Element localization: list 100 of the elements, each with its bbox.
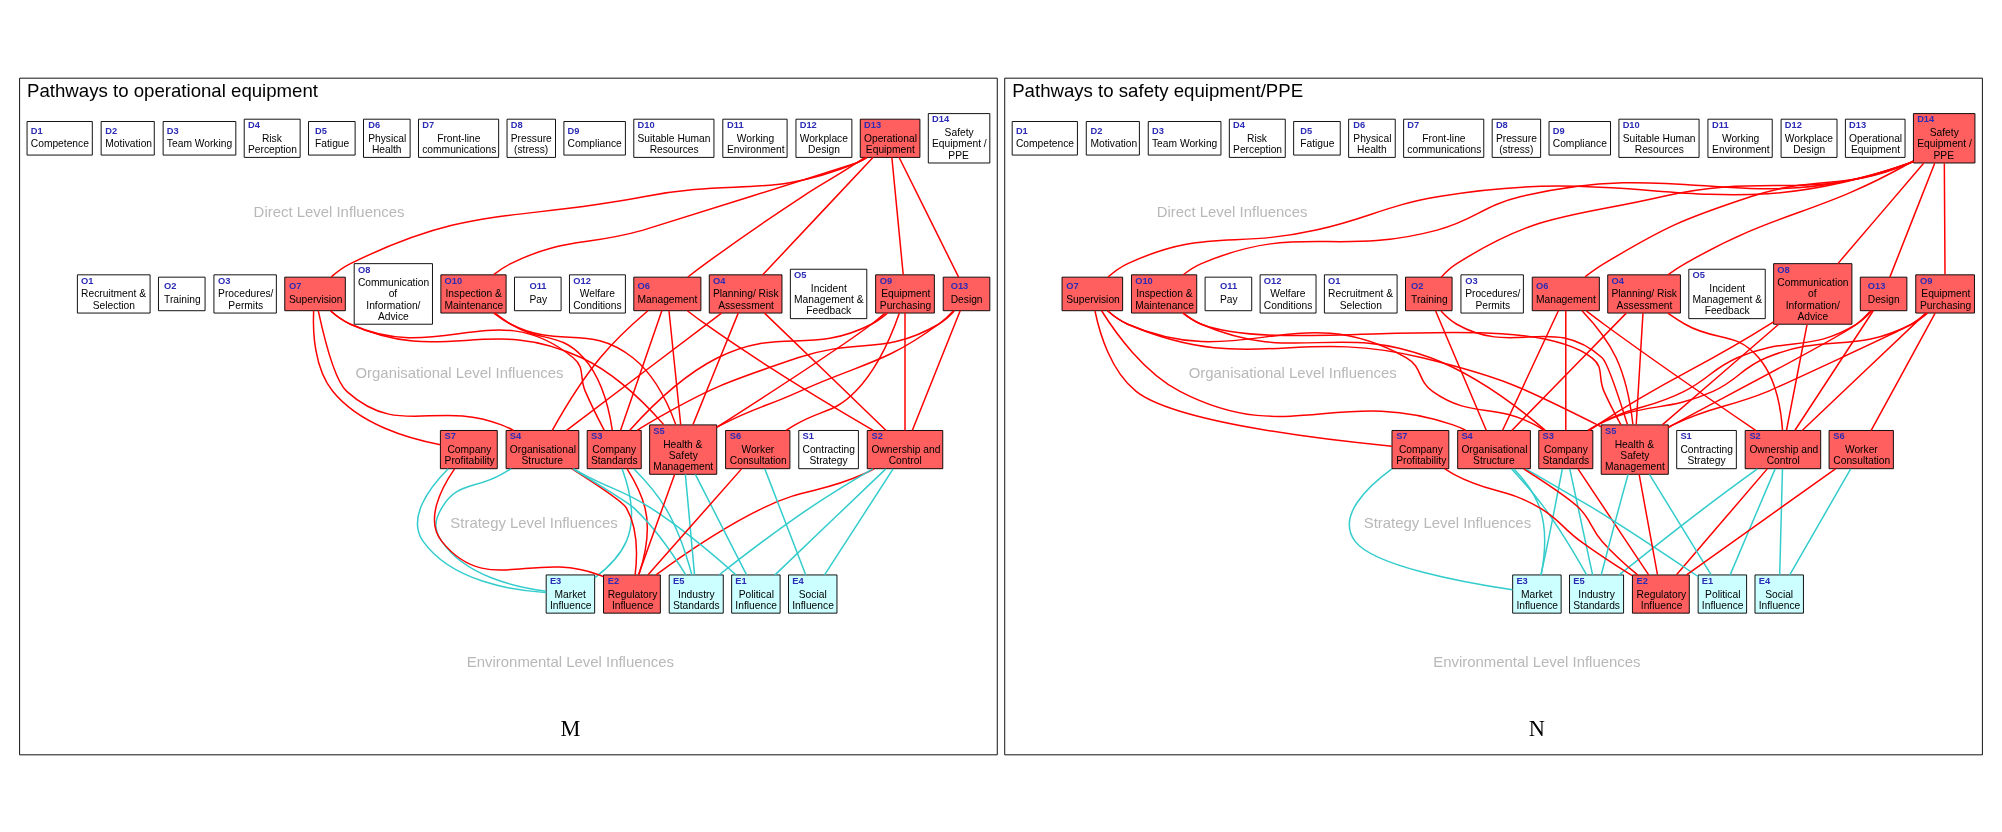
connector xyxy=(493,311,677,425)
connector xyxy=(1348,467,1514,591)
connector xyxy=(493,156,867,275)
label: Strategy Level Influences xyxy=(1363,514,1532,531)
connector xyxy=(637,473,676,575)
connector xyxy=(572,467,737,575)
node-box: E5 Industry Standards xyxy=(1569,573,1625,614)
node-box: S4 Organisational Structure xyxy=(505,429,580,469)
connector xyxy=(763,311,887,431)
connector xyxy=(785,311,901,431)
connector xyxy=(687,156,866,278)
connector xyxy=(636,309,955,431)
node-box: O10 Inspection & Maintenance xyxy=(440,273,507,313)
connector xyxy=(312,309,442,445)
connector xyxy=(435,467,547,592)
node-box: D10 Suitable Human Resources xyxy=(1618,118,1700,158)
connector xyxy=(1675,467,1768,576)
connector xyxy=(329,309,665,425)
connector xyxy=(692,311,739,425)
connector xyxy=(494,311,614,431)
connector xyxy=(1667,309,1872,428)
connector xyxy=(1581,309,1634,425)
node-box: S7 Company Profitability xyxy=(439,429,498,469)
connector xyxy=(1540,467,1564,576)
node-box: D9 Compliance xyxy=(1548,120,1611,156)
connector xyxy=(1618,467,1759,576)
label: Organisational Level Influences xyxy=(1188,364,1397,381)
node-box: D11 Working Environment xyxy=(722,118,788,158)
connector xyxy=(1585,309,1757,431)
connector xyxy=(1100,309,1467,431)
node-box: E1 Political Influence xyxy=(731,573,781,614)
connector xyxy=(330,156,868,278)
node-box: D6 Physical Health xyxy=(1348,118,1396,158)
connector xyxy=(694,473,748,575)
node-box: E5 Industry Standards xyxy=(668,573,724,614)
connector xyxy=(1444,467,1633,576)
connector xyxy=(898,156,960,278)
connector xyxy=(1870,311,1936,431)
connector xyxy=(1440,309,1629,425)
node-box: D4 Risk Perception xyxy=(243,118,301,158)
connector xyxy=(1661,323,1780,425)
connector xyxy=(1785,323,1808,431)
connector xyxy=(571,467,638,576)
node-box: E1 Political Influence xyxy=(1697,573,1748,614)
node-box: O9 Equipment Purchasing xyxy=(1915,273,1975,313)
node-box: O1 Recruitment & Selection xyxy=(76,273,151,313)
node-box: D13 Operational Equipment xyxy=(859,118,921,158)
connector xyxy=(629,311,889,431)
node-box: D8 Pressure (stress) xyxy=(1491,118,1542,158)
label: Direct Level Influences xyxy=(253,203,405,220)
connector xyxy=(1635,311,1644,425)
node-box: D13 Operational Equipment xyxy=(1844,118,1906,158)
connector xyxy=(1584,160,1915,278)
node-box: D3 Team Working xyxy=(1147,120,1222,156)
node-box: O13 Design xyxy=(1859,276,1908,311)
connector xyxy=(1789,467,1852,576)
label: Direct Level Influences xyxy=(1156,203,1308,220)
node-box: O11 Pay xyxy=(1204,276,1253,311)
connector xyxy=(762,156,874,276)
connector xyxy=(633,467,693,576)
connector xyxy=(716,312,886,428)
connector xyxy=(1523,467,1639,576)
node-box: D4 Risk Perception xyxy=(1228,118,1286,158)
connector xyxy=(686,309,874,431)
label: Strategy Level Influences xyxy=(450,514,618,531)
node-box: O2 Training xyxy=(1405,276,1453,311)
connector xyxy=(655,467,875,576)
node-box: E3 Market Influence xyxy=(545,573,596,614)
connector xyxy=(317,309,515,431)
connector xyxy=(1667,312,1927,428)
node-box: E2 Regulatory Influence xyxy=(603,573,661,614)
connector xyxy=(1889,162,1936,278)
connector xyxy=(1182,311,1622,426)
node-box: O6 Management xyxy=(1531,276,1600,311)
connector xyxy=(1667,159,1914,276)
node-box: O3 Procedures/ Permits xyxy=(213,273,277,313)
node-box: S6 Worker Consultation xyxy=(1828,429,1894,469)
connector xyxy=(823,467,894,576)
node-box: O8 Communication of Information/ Advice xyxy=(353,262,433,325)
connector xyxy=(594,467,633,579)
connector xyxy=(1501,309,1560,431)
node-box: D5 Fatigue xyxy=(1293,120,1341,156)
connector xyxy=(1837,162,1925,264)
connector xyxy=(1778,467,1784,576)
connector xyxy=(1577,467,1650,576)
connector xyxy=(1588,309,1873,431)
label: Environmental Level Influences xyxy=(1433,653,1641,670)
connector xyxy=(551,309,649,431)
connector xyxy=(1510,467,1588,576)
connector xyxy=(416,467,547,593)
connector xyxy=(1565,309,1567,431)
node-box: S3 Company Standards xyxy=(1538,429,1594,469)
connector xyxy=(1440,160,1915,278)
node-box: S5 Health & Safety Management xyxy=(649,423,718,475)
connector xyxy=(1685,467,1837,576)
label: Organisational Level Influences xyxy=(355,364,564,381)
node-box: D8 Pressure (stress) xyxy=(506,118,556,158)
node-box: O4 Planning/ Risk Assessment xyxy=(708,273,783,313)
node-box: E2 Regulatory Influence xyxy=(1631,573,1690,614)
connector xyxy=(684,473,696,575)
